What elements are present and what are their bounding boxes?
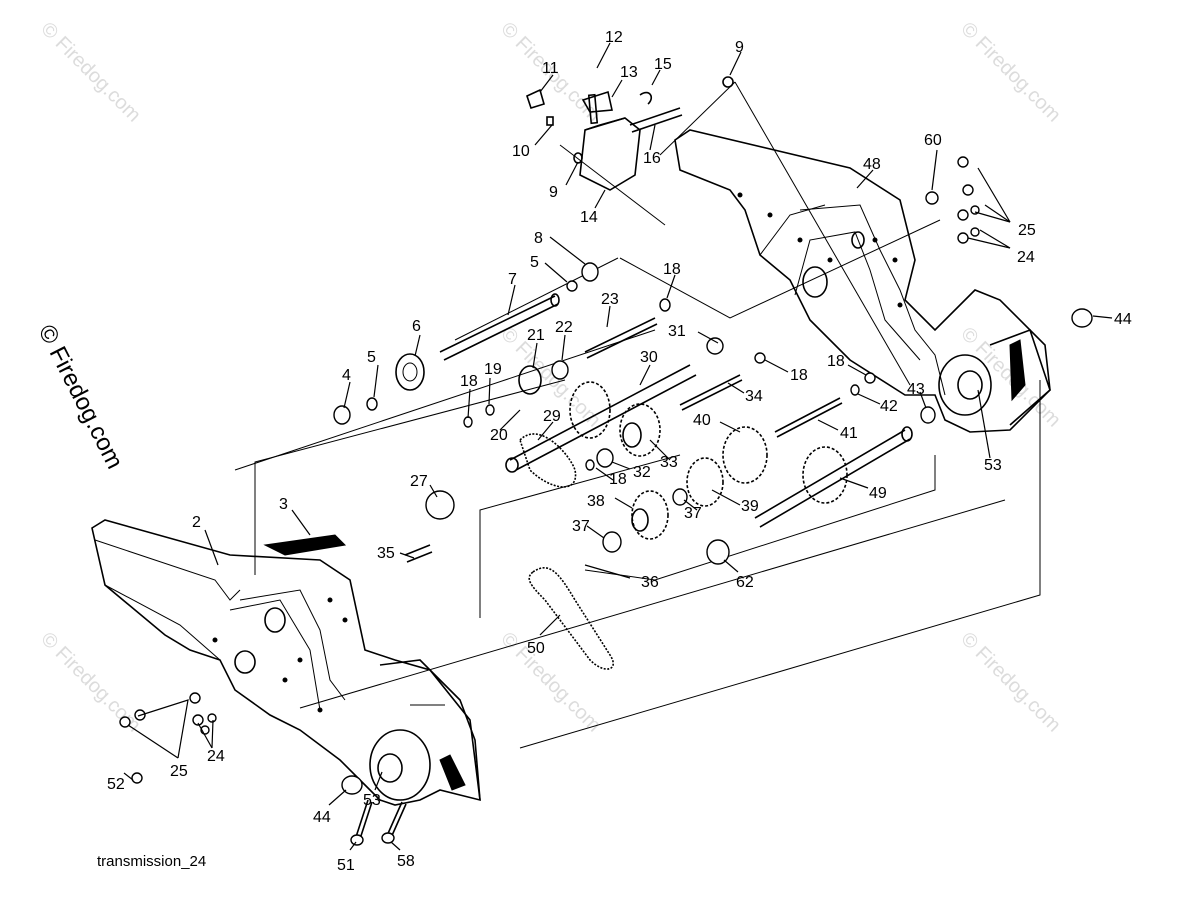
chains (519, 433, 614, 670)
callout-label: 37 (572, 518, 590, 535)
callout-label: 9 (549, 184, 558, 201)
callout-label: 34 (745, 388, 763, 405)
left-frame-2 (91, 519, 481, 806)
callout-label: 20 (490, 427, 508, 444)
watermark-text: © Firedog.com (496, 628, 605, 737)
callout-label: 41 (840, 425, 858, 442)
leader-lines (123, 42, 1113, 851)
callout-label: 21 (527, 327, 545, 344)
callout-label: 12 (605, 29, 623, 46)
callout-label: 8 (534, 230, 543, 247)
callout-label: 62 (736, 574, 754, 591)
callout-label: 6 (412, 318, 421, 335)
callout-label: 11 (542, 60, 559, 77)
callout-label: 58 (397, 853, 415, 870)
callout-label: 32 (633, 464, 651, 481)
callout-label: 25 (170, 763, 188, 780)
callout-label: 25 (1018, 222, 1036, 239)
watermark-text: © Firedog.com (956, 18, 1065, 127)
callout-label: 49 (869, 485, 887, 502)
callout-label: 18 (827, 353, 845, 370)
callout-label: 18 (663, 261, 681, 278)
callout-label: 27 (410, 473, 428, 490)
callout-label: 33 (660, 454, 678, 471)
callout-label: 37 (684, 505, 702, 522)
callout-labels: 12 11 13 15 9 10 16 9 14 60 48 25 24 8 5… (107, 29, 1132, 874)
callout-label: 18 (460, 373, 478, 390)
callout-label: 19 (484, 361, 502, 378)
callout-label: 5 (367, 349, 376, 366)
callout-label: 31 (668, 323, 686, 340)
callout-label: 44 (1114, 311, 1132, 328)
callout-label: 53 (984, 457, 1002, 474)
callout-label: 52 (107, 776, 125, 793)
callout-label: 38 (587, 493, 605, 510)
callout-label: 40 (693, 412, 711, 429)
watermark-text: © Firedog.com (956, 628, 1065, 737)
callout-label: 14 (580, 209, 598, 226)
callout-label: 9 (735, 39, 744, 56)
callout-label: 53 (363, 792, 381, 809)
callout-label: 23 (601, 291, 619, 308)
right-frame-48 (674, 129, 1051, 433)
callout-label: 44 (313, 809, 331, 826)
callout-label: 50 (527, 640, 545, 657)
callout-label: 48 (863, 156, 881, 173)
callout-label: 16 (643, 150, 661, 167)
callout-label: 36 (641, 574, 659, 591)
callout-label: 10 (512, 143, 530, 160)
callout-label: 51 (337, 857, 355, 874)
callout-label: 18 (790, 367, 808, 384)
callout-label: 22 (555, 319, 573, 336)
callout-label: 35 (377, 545, 395, 562)
callout-label: 3 (279, 496, 288, 513)
callout-label: 24 (1017, 249, 1035, 266)
callout-label: 7 (508, 271, 517, 288)
diagram-caption: transmission_24 (97, 853, 206, 870)
callout-label: 2 (192, 514, 201, 531)
callout-label: 60 (924, 132, 942, 149)
callout-label: 13 (620, 64, 638, 81)
callout-label: 4 (342, 367, 351, 384)
callout-label: 30 (640, 349, 658, 366)
callout-label: 39 (741, 498, 759, 515)
callout-label: 5 (530, 254, 539, 271)
shafts (404, 293, 913, 563)
callout-label: 24 (207, 748, 225, 765)
side-watermark: © Firedog.com (33, 320, 129, 473)
callout-label: 15 (654, 56, 672, 73)
callout-label: 18 (609, 471, 627, 488)
callout-label: 29 (543, 408, 561, 425)
watermark-text: © Firedog.com (36, 18, 145, 127)
assembly-lines (234, 81, 1041, 749)
callout-label: 42 (880, 398, 898, 415)
bolts (350, 799, 407, 846)
callout-label: 43 (907, 381, 925, 398)
